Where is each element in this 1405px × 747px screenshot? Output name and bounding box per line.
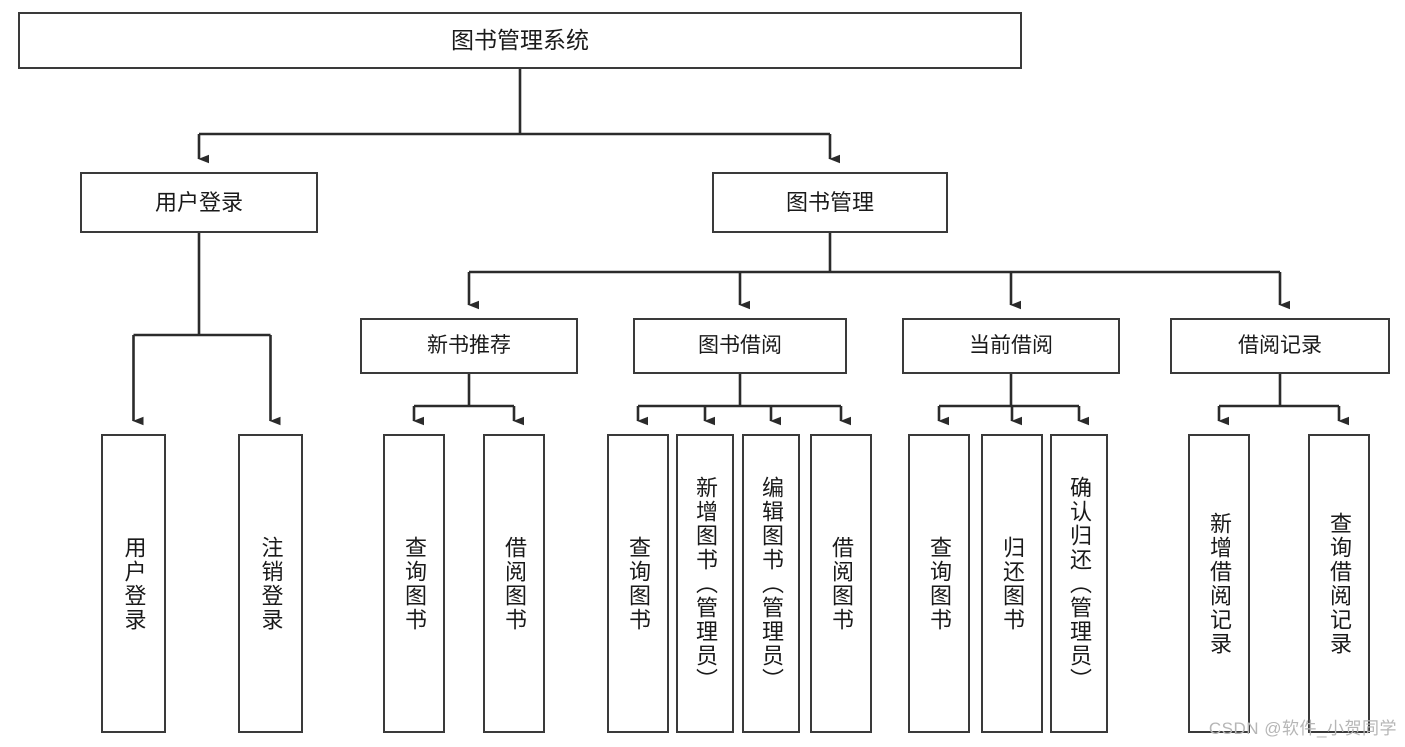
node-label: 注销登录 [258,535,284,632]
node-label: 归还图书 [1000,535,1025,632]
watermark: CSDN @软件_小贺同学 [1208,719,1397,738]
node-label: 用户登录 [121,535,147,632]
node-label: 查询图书 [626,535,651,632]
node-label: 图书管理系统 [451,26,589,53]
node-label: 查询借阅记录 [1327,511,1352,656]
node-label: 新增借阅记录 [1207,511,1232,656]
node-book-borrow[interactable]: 图书借阅 [633,318,847,374]
node-user-login[interactable]: 用户登录 [80,172,318,233]
leaf-logout[interactable]: 注销登录 [238,434,303,733]
node-label: 新书推荐 [427,333,511,357]
node-current-borrow[interactable]: 当前借阅 [902,318,1120,374]
node-label: 借阅记录 [1238,333,1322,357]
node-label: 查询图书 [927,535,952,632]
leaf-borrow-book-newbook[interactable]: 借阅图书 [483,434,545,733]
node-label: 查询图书 [402,535,427,632]
leaf-user-login[interactable]: 用户登录 [101,434,166,733]
node-new-book-recommend[interactable]: 新书推荐 [360,318,578,374]
leaf-query-book-current[interactable]: 查询图书 [908,434,970,733]
node-label: 图书管理 [785,189,874,215]
leaf-confirm-return-admin[interactable]: 确认归还（管理员） [1050,434,1108,733]
node-root[interactable]: 图书管理系统 [18,12,1022,69]
node-borrow-record[interactable]: 借阅记录 [1170,318,1390,374]
node-label: 编辑图书（管理员） [759,475,784,692]
leaf-edit-book-admin[interactable]: 编辑图书（管理员） [742,434,800,733]
node-label: 用户登录 [154,189,243,215]
leaf-borrow-book[interactable]: 借阅图书 [810,434,872,733]
node-label: 借阅图书 [829,535,854,632]
leaf-query-book-borrow[interactable]: 查询图书 [607,434,669,733]
node-label: 图书借阅 [698,333,782,357]
node-book-management[interactable]: 图书管理 [712,172,948,233]
leaf-query-book-newbook[interactable]: 查询图书 [383,434,445,733]
leaf-add-borrow-record[interactable]: 新增借阅记录 [1188,434,1250,733]
node-label: 新增图书（管理员） [693,475,718,692]
node-label: 确认归还（管理员） [1067,475,1092,692]
node-label: 借阅图书 [502,535,527,632]
node-label: 当前借阅 [969,333,1053,357]
leaf-query-borrow-record[interactable]: 查询借阅记录 [1308,434,1370,733]
leaf-add-book-admin[interactable]: 新增图书（管理员） [676,434,734,733]
leaf-return-book[interactable]: 归还图书 [981,434,1043,733]
